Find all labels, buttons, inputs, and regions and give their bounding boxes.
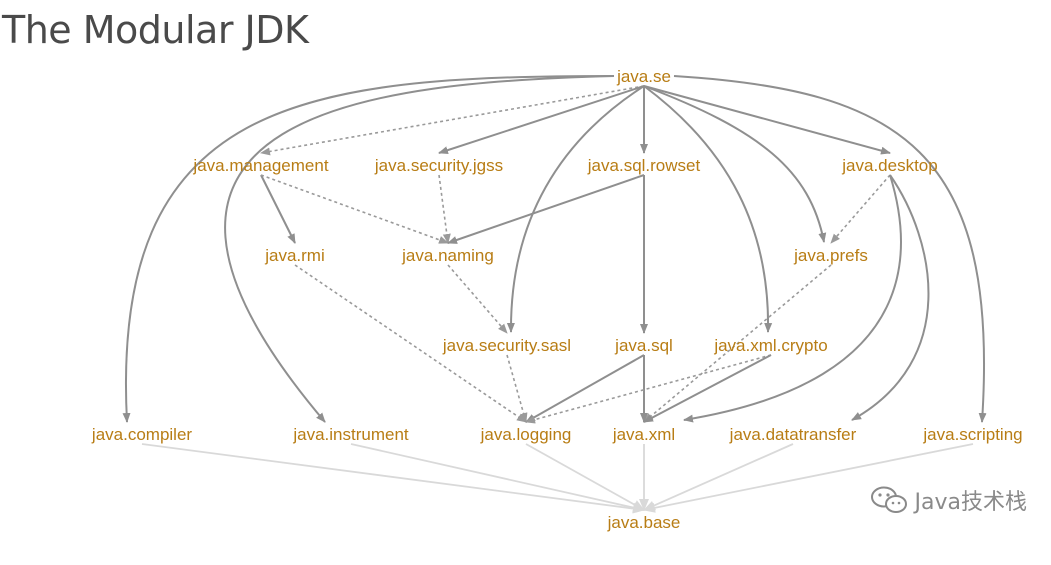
- edge-java.management-to-java.rmi: [260, 174, 296, 244]
- node-java-sql: java.sql: [614, 336, 673, 355]
- edge-java.se-to-java.xml.crypto: [643, 85, 773, 333]
- edge-java.se-to-java.security.jgss: [438, 85, 645, 155]
- node-java-xml: java.xml: [612, 425, 675, 444]
- node-java-security-sasl: java.security.sasl: [442, 336, 571, 355]
- edge-java.se-to-java.compiler: [122, 75, 615, 423]
- node-java-logging: java.logging: [480, 425, 572, 444]
- edge-java.security.jgss-to-java.naming: [438, 174, 451, 244]
- node-java-scripting: java.scripting: [922, 425, 1022, 444]
- node-java-naming: java.naming: [401, 246, 494, 265]
- node-java-prefs: java.prefs: [793, 246, 868, 265]
- edge-java.instrument-to-java.base: [350, 443, 645, 513]
- edge-java.xml.crypto-to-java.logging: [525, 354, 772, 424]
- edge-java.se-to-java.management: [260, 85, 645, 156]
- node-java-xml-crypto: java.xml.crypto: [713, 336, 827, 355]
- node-java-base: java.base: [607, 513, 681, 532]
- node-java-datatransfer: java.datatransfer: [729, 425, 857, 444]
- edge-java.se-to-java.scripting: [673, 75, 987, 423]
- edge-java.desktop-to-java.datatransfer: [851, 174, 930, 421]
- slide-title: The Modular JDK: [2, 8, 309, 52]
- edge-java.se-to-java.prefs: [643, 85, 827, 243]
- edge-java.rmi-to-java.logging: [294, 264, 527, 423]
- node-java-sql-rowset: java.sql.rowset: [587, 156, 701, 175]
- wechat-icon: [870, 486, 907, 513]
- edge-java.prefs-to-java.xml: [643, 264, 832, 423]
- node-java-rmi: java.rmi: [264, 246, 325, 265]
- edge-java.desktop-to-java.xml: [683, 174, 902, 423]
- edge-java.compiler-to-java.base: [141, 443, 645, 514]
- node-java-security-jgss: java.security.jgss: [374, 156, 503, 175]
- edge-java.desktop-to-java.prefs: [830, 174, 891, 244]
- edge-java.sql.rowset-to-java.naming: [447, 174, 645, 244]
- node-java-management: java.management: [192, 156, 328, 175]
- watermark: Java技术栈: [869, 484, 1027, 516]
- edge-java.logging-to-java.base: [525, 443, 645, 511]
- edge-layer: [122, 75, 987, 514]
- edge-java.scripting-to-java.base: [643, 443, 974, 513]
- edge-java.se-to-java.instrument: [224, 75, 615, 423]
- watermark-text: Java技术栈: [914, 490, 1027, 515]
- node-java-instrument: java.instrument: [292, 425, 409, 444]
- node-layer: java.se java.management java.security.jgss…: [91, 67, 1023, 532]
- node-java-se: java.se: [616, 67, 671, 86]
- edge-java.sql-to-java.logging: [525, 354, 645, 423]
- edge-java.se-to-java.security.sasl: [506, 85, 645, 333]
- edge-java.xml.crypto-to-java.xml: [643, 354, 772, 423]
- edge-java.se-to-java.desktop: [643, 85, 891, 155]
- edge-java.naming-to-java.security.sasl: [447, 264, 508, 334]
- node-java-desktop: java.desktop: [841, 156, 937, 175]
- edge-java.datatransfer-to-java.base: [643, 443, 794, 511]
- node-java-compiler: java.compiler: [91, 425, 192, 444]
